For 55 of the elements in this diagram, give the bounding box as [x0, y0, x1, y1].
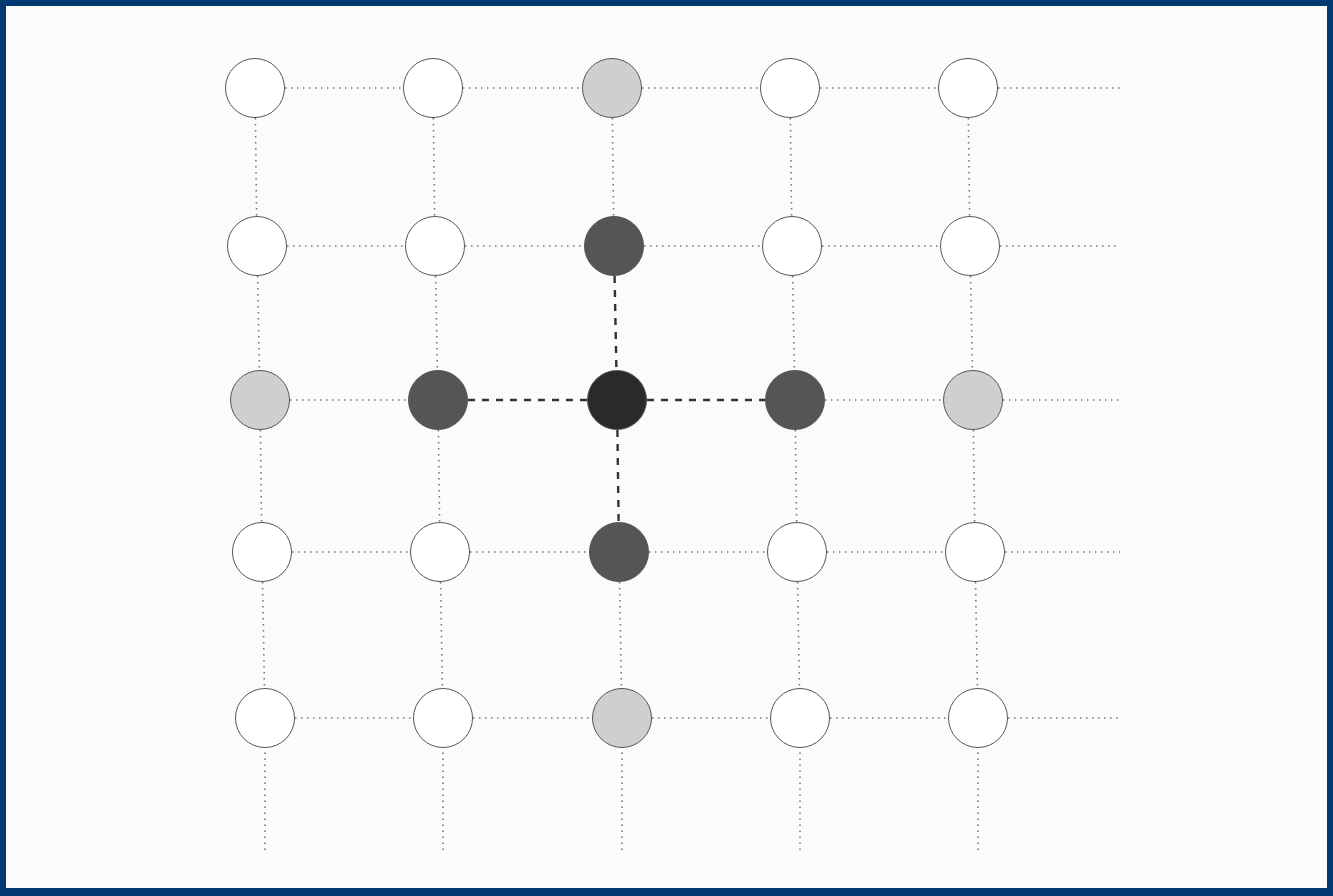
circle-node — [940, 216, 1000, 276]
circle-node — [938, 58, 998, 118]
dotted-connector — [1004, 551, 1121, 553]
circle-node — [948, 688, 1008, 748]
dotted-connector — [1007, 717, 1121, 719]
circle-node — [408, 370, 468, 430]
dashed-connector — [468, 398, 587, 402]
dotted-connector — [997, 87, 1121, 89]
circle-node — [767, 522, 827, 582]
circle-node — [584, 216, 644, 276]
dotted-connector — [1002, 399, 1121, 401]
circle-node — [230, 370, 290, 430]
dotted-connector — [643, 245, 763, 247]
circle-node — [762, 216, 822, 276]
dotted-connector — [651, 717, 771, 719]
circle-node — [943, 370, 1003, 430]
circle-node — [589, 522, 649, 582]
dashed-connector — [647, 398, 765, 402]
circle-node — [232, 522, 292, 582]
circle-node — [760, 58, 820, 118]
dotted-connector — [967, 117, 971, 217]
dotted-connector — [826, 551, 946, 553]
circle-node — [945, 522, 1005, 582]
circle-node — [410, 522, 470, 582]
circle-node — [235, 688, 295, 748]
circle-node — [413, 688, 473, 748]
dotted-connector — [794, 429, 798, 523]
circle-node — [587, 370, 647, 430]
dotted-connector — [432, 117, 436, 217]
dotted-connector — [284, 87, 404, 89]
circle-node — [405, 216, 465, 276]
circle-node — [582, 58, 642, 118]
circle-node — [403, 58, 463, 118]
dotted-connector — [286, 245, 406, 247]
dotted-connector — [819, 87, 939, 89]
dotted-connector — [972, 429, 976, 523]
circle-node — [765, 370, 825, 430]
dotted-connector — [254, 117, 258, 217]
circle-node — [592, 688, 652, 748]
circle-node — [227, 216, 287, 276]
dotted-connector — [829, 717, 949, 719]
dotted-connector — [294, 717, 414, 719]
dotted-connector — [289, 399, 409, 401]
dotted-connector — [611, 117, 615, 217]
dotted-connector — [641, 87, 761, 89]
dotted-connector — [821, 245, 941, 247]
dotted-connector — [789, 117, 793, 217]
dotted-connector — [259, 429, 263, 523]
dotted-connector — [648, 551, 768, 553]
circle-node — [225, 58, 285, 118]
circle-node — [770, 688, 830, 748]
dashed-connector — [616, 430, 620, 522]
dotted-connector — [824, 399, 944, 401]
dotted-connector — [291, 551, 411, 553]
dotted-connector — [437, 429, 441, 523]
